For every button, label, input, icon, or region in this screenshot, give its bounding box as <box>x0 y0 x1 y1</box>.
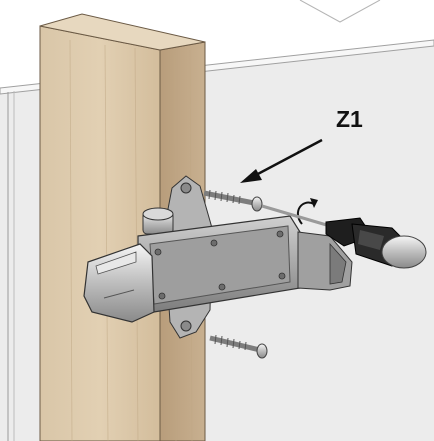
callout-label: Z1 <box>336 106 363 132</box>
callout-arrow <box>240 138 323 183</box>
screwdriver <box>261 204 427 269</box>
latch-device <box>83 175 353 339</box>
rotate-arrow-icon <box>296 198 318 225</box>
upper-screw <box>203 189 263 212</box>
lower-screw <box>209 334 268 359</box>
